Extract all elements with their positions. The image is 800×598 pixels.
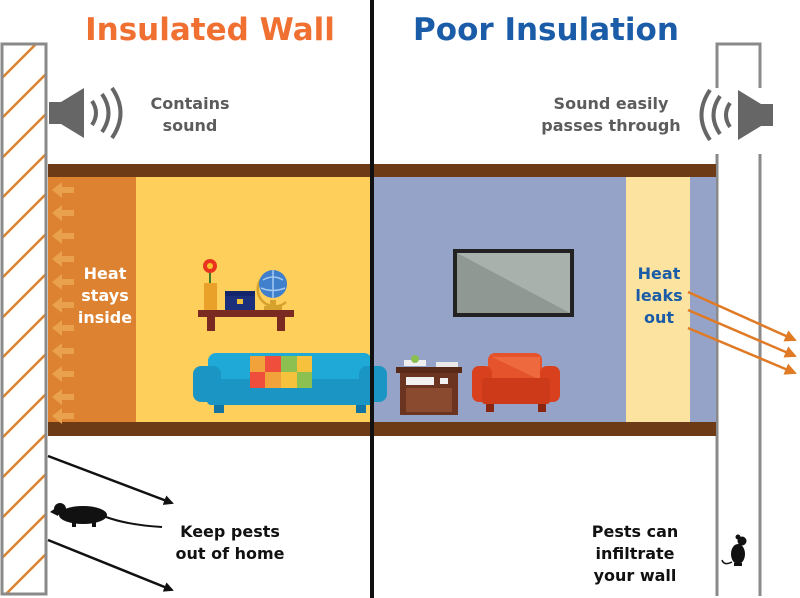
side-table-icon — [396, 355, 462, 415]
armchair-icon — [472, 353, 560, 412]
sofa-icon — [193, 353, 387, 413]
heat-label-left-line: Heat — [83, 264, 127, 283]
heat-label-left-line: inside — [77, 308, 133, 327]
sound-label-left-line: Contains — [150, 94, 230, 113]
globe-icon — [256, 270, 287, 310]
speaker-icon — [49, 86, 123, 140]
pest-deflect-arrows — [47, 454, 174, 592]
pests-label-left-line: out of home — [175, 544, 285, 563]
pests-label-left: Keep pests out of home — [160, 521, 300, 565]
heat-label-right: Heat leaks out — [628, 263, 690, 329]
mouse-icon — [50, 503, 163, 528]
pests-label-right-line: Pests can — [591, 522, 679, 541]
title-insulated-wall: Insulated Wall — [85, 12, 335, 48]
pests-label-right: Pests can infiltrate your wall — [570, 521, 700, 587]
poor-insulation-band — [626, 176, 690, 422]
sound-label-right: Sound easily passes through — [522, 93, 700, 137]
heat-label-left: Heat stays inside — [70, 263, 140, 329]
heat-label-right-line: Heat — [637, 264, 681, 283]
speaker-icon — [699, 88, 773, 142]
heat-label-right-line: out — [643, 308, 675, 327]
wall-shelf — [198, 310, 294, 331]
pests-label-left-line: Keep pests — [180, 522, 280, 541]
heat-return-arrows — [52, 182, 74, 424]
sound-label-right-line: Sound easily — [553, 94, 669, 113]
floor-beam — [48, 422, 716, 436]
insulated-wall — [0, 42, 48, 596]
heat-label-left-line: stays — [81, 286, 129, 305]
flower-vase-icon — [203, 259, 217, 310]
title-poor-insulation: Poor Insulation — [413, 12, 679, 48]
insulation-band — [48, 176, 136, 422]
jewelry-box-icon — [225, 291, 255, 310]
poor-insulation-wall — [715, 42, 762, 596]
sound-label-right-line: passes through — [541, 116, 681, 135]
ceiling-beam — [48, 164, 716, 177]
pests-label-right-line: your wall — [593, 566, 677, 585]
heat-leak-arrows — [687, 290, 797, 375]
sound-label-left: Contains sound — [128, 93, 252, 137]
mouse-icon — [721, 534, 747, 566]
pests-label-right-line: infiltrate — [595, 544, 675, 563]
sound-label-left-line: sound — [162, 116, 218, 135]
heat-label-right-line: leaks — [635, 286, 683, 305]
television-icon — [453, 249, 574, 317]
